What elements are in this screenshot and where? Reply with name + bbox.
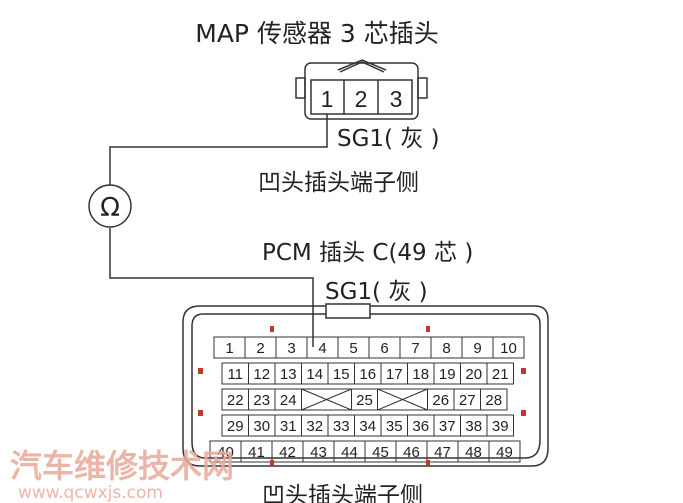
pin-cell bbox=[486, 362, 514, 385]
pin-number: 39 bbox=[492, 418, 509, 435]
pin-number: 49 bbox=[496, 444, 513, 461]
pin-number: 15 bbox=[333, 366, 350, 383]
pcm-connector bbox=[182, 303, 549, 467]
pcm-wire-label: SG1( 灰 ) bbox=[325, 279, 428, 305]
ohmmeter-icon bbox=[88, 184, 132, 228]
pin-number: 27 bbox=[459, 392, 476, 409]
pin-number: 21 bbox=[492, 366, 509, 383]
pin-cell bbox=[486, 414, 514, 437]
pin-number: 26 bbox=[432, 392, 449, 409]
pin-number: 41 bbox=[248, 444, 265, 461]
pin-number: 20 bbox=[465, 366, 482, 383]
map-connector-title: MAP 传感器 3 芯插头 bbox=[195, 19, 439, 48]
pin-number: 7 bbox=[411, 340, 419, 357]
pin-number: 32 bbox=[306, 418, 323, 435]
pin-number: 38 bbox=[465, 418, 482, 435]
pin-number: 19 bbox=[439, 366, 456, 383]
pin-cell bbox=[492, 336, 525, 359]
meter-wiring bbox=[109, 114, 328, 347]
pin-number: 48 bbox=[465, 444, 482, 461]
pin-cell bbox=[480, 388, 508, 411]
pin-number: 46 bbox=[403, 444, 420, 461]
pin-number: 44 bbox=[341, 444, 358, 461]
pin-number: 42 bbox=[279, 444, 296, 461]
pin-number: 10 bbox=[500, 340, 517, 357]
pin-number: 9 bbox=[473, 340, 481, 357]
pin-number: 14 bbox=[306, 366, 323, 383]
pin-number: 18 bbox=[412, 366, 429, 383]
pin-number: 13 bbox=[280, 366, 297, 383]
pin-number: 8 bbox=[442, 340, 450, 357]
pin-number: 30 bbox=[253, 418, 270, 435]
pin-number: 34 bbox=[359, 418, 376, 435]
watermark-url: www.qcwxjs.com bbox=[18, 483, 163, 503]
pin-number: 22 bbox=[227, 392, 244, 409]
pin-number: 35 bbox=[386, 418, 403, 435]
pin-number: 36 bbox=[412, 418, 429, 435]
pin-number: 45 bbox=[372, 444, 389, 461]
pin-number: 28 bbox=[485, 392, 502, 409]
map-connector bbox=[295, 59, 428, 120]
pin-number: 23 bbox=[253, 392, 270, 409]
pcm-side-label: 凹头插头端子侧 bbox=[262, 483, 423, 503]
map-wire-label: SG1( 灰 ) bbox=[337, 126, 440, 152]
ohm-symbol: Ω bbox=[100, 193, 120, 223]
pin-number: 17 bbox=[386, 366, 403, 383]
pin-number: 2 bbox=[256, 340, 264, 357]
pin-number: 29 bbox=[227, 418, 244, 435]
pin-number: 31 bbox=[280, 418, 297, 435]
blank-pin-cross bbox=[301, 388, 352, 411]
pin-number: 6 bbox=[380, 340, 388, 357]
map-pin-3: 3 bbox=[390, 86, 403, 112]
pin-number: 1 bbox=[225, 340, 233, 357]
pin-number: 40 bbox=[217, 444, 234, 461]
pin-cell bbox=[488, 440, 521, 463]
watermark-brand: 汽车维修技术网 bbox=[10, 447, 234, 485]
pin-number: 4 bbox=[318, 340, 326, 357]
blank-pin-cross bbox=[377, 388, 428, 411]
map-side-label: 凹头插头端子侧 bbox=[258, 170, 419, 196]
map-pin-1: 1 bbox=[321, 86, 334, 112]
pin-number: 16 bbox=[359, 366, 376, 383]
pin-number: 47 bbox=[434, 444, 451, 461]
pin-number: 3 bbox=[287, 340, 295, 357]
pin-number: 25 bbox=[356, 392, 373, 409]
pcm-connector-title: PCM 插头 C(49 芯 ) bbox=[262, 240, 473, 266]
pin-number: 5 bbox=[349, 340, 357, 357]
pcm-keying-marks bbox=[198, 326, 526, 466]
pin-number: 37 bbox=[439, 418, 456, 435]
pin-number: 33 bbox=[333, 418, 350, 435]
pin-number: 12 bbox=[253, 366, 270, 383]
pin-number: 43 bbox=[310, 444, 327, 461]
map-pin-2: 2 bbox=[355, 86, 368, 112]
pin-number: 24 bbox=[280, 392, 297, 409]
pin-number: 11 bbox=[227, 366, 243, 383]
